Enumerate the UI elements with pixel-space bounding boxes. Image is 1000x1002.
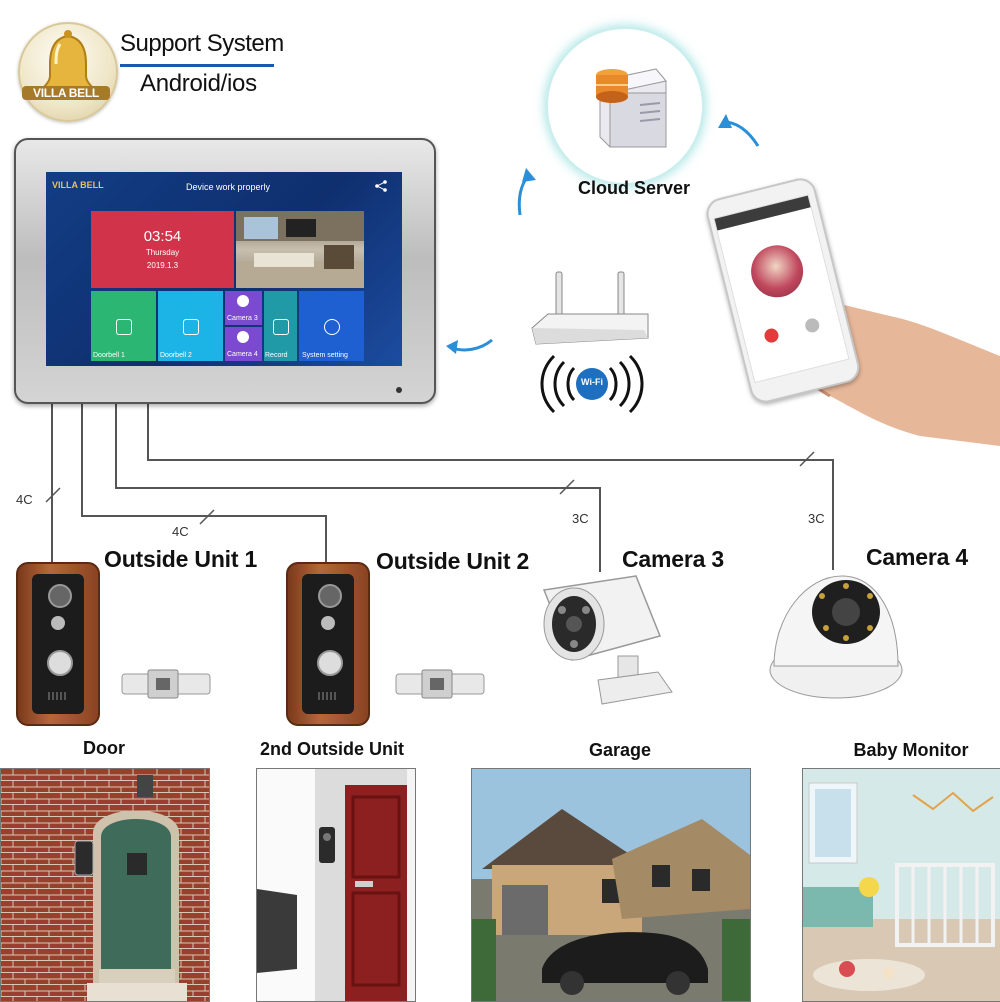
second-outside-unit-scene-image [256,768,416,1002]
title-divider [120,64,274,67]
unlock-icon[interactable] [803,316,821,334]
doorbell-2-tile[interactable]: Doorbell 2 [158,291,223,361]
caller-avatar [745,239,809,303]
scene-garage-label: Garage [588,740,652,760]
ir-light-icon [321,616,335,630]
dome-camera-4 [769,575,903,699]
system-setting-label: System setting [302,352,348,359]
garage-scene-image [471,768,751,1002]
arrow-icon [517,175,530,216]
camera-4-label: Camera 4 [227,351,258,358]
outside-unit-1-label: Outside Unit 1 [104,546,258,572]
screen-brand: VILLA BELL [52,180,104,190]
supported-platforms: Android/ios [140,70,257,97]
hangup-icon[interactable] [763,327,780,345]
baby-monitor-scene-image [802,768,1000,1002]
wire-label-4c-a: 4C [16,492,33,507]
scene-baby-monitor-label: Baby Monitor [853,740,969,760]
record-icon [273,319,289,335]
user-icon [116,319,132,335]
room-preview-image [236,211,364,288]
wire-tick-4c-a [45,487,61,503]
logo-text: VILLA BELL [22,86,110,100]
wire-label-3c-a: 3C [572,511,589,526]
cloud-server-badge [547,28,703,184]
wifi-label: Wi-Fi [581,377,603,387]
call-button-icon [47,650,73,676]
outside-unit-1 [16,562,100,726]
share-icon[interactable] [374,180,388,192]
outside-unit-2 [286,562,370,726]
wire-label-4c-b: 4C [172,524,189,539]
clock-date: 2019.1.3 [146,261,179,270]
support-system-title: Support System [120,30,284,57]
camera-icon [237,331,249,343]
bullet-camera-3 [542,575,673,705]
record-label: Record [265,352,288,359]
wire-tick-3c-b [799,451,815,467]
door-scene-image [0,768,210,1002]
electric-lock-1 [121,669,211,699]
camera-icon [237,295,249,307]
clock-time: 03:54 [143,228,182,245]
camera-3-label: Camera 3 [227,315,258,322]
scene-door-label: Door [83,738,125,758]
doorbell-1-label: Doorbell 1 [93,352,125,359]
clock-tile [91,211,234,288]
ir-light-icon [51,616,65,630]
system-setting-tile[interactable]: System setting [299,291,364,361]
wire-camera-4 [147,398,834,570]
user-icon [183,319,199,335]
doorbell-1-tile[interactable]: Doorbell 1 [91,291,156,361]
wifi-icon [540,354,644,414]
camera-3-label: Camera 3 [622,546,724,572]
wire-outside-unit-2 [81,398,327,562]
device-status: Device work properly [185,182,271,192]
arrow-icon [451,338,493,352]
server-icon [596,68,667,148]
speaker-grille-icon [318,692,338,700]
wire-label-3c-b: 3C [808,511,825,526]
monitor-mic [396,387,402,393]
camera-4-tile[interactable]: Camera 4 [225,327,262,361]
call-button-icon [317,650,343,676]
cloud-server-label: Cloud Server [577,178,691,198]
wire-camera-3 [115,398,601,572]
outside-unit-2-label: Outside Unit 2 [376,548,530,574]
scene-second-outside-unit-label: 2nd Outside Unit [260,739,404,759]
router-icon [531,271,649,345]
wire-tick-3c-a [559,479,575,495]
wire-tick-4c-b [199,509,215,525]
camera-3-tile[interactable]: Camera 3 [225,291,262,325]
camera-lens-icon [318,584,342,608]
settings-icon [324,319,340,335]
speaker-grille-icon [48,692,68,700]
villa-bell-logo [18,22,118,122]
camera-lens-icon [48,584,72,608]
camera-4-label: Camera 4 [866,544,968,570]
clock-day: Thursday [145,248,180,257]
electric-lock-2 [395,669,485,699]
data-flow-arrows [446,114,760,354]
doorbell-2-label: Doorbell 2 [160,352,192,359]
record-tile[interactable]: Record [264,291,297,361]
